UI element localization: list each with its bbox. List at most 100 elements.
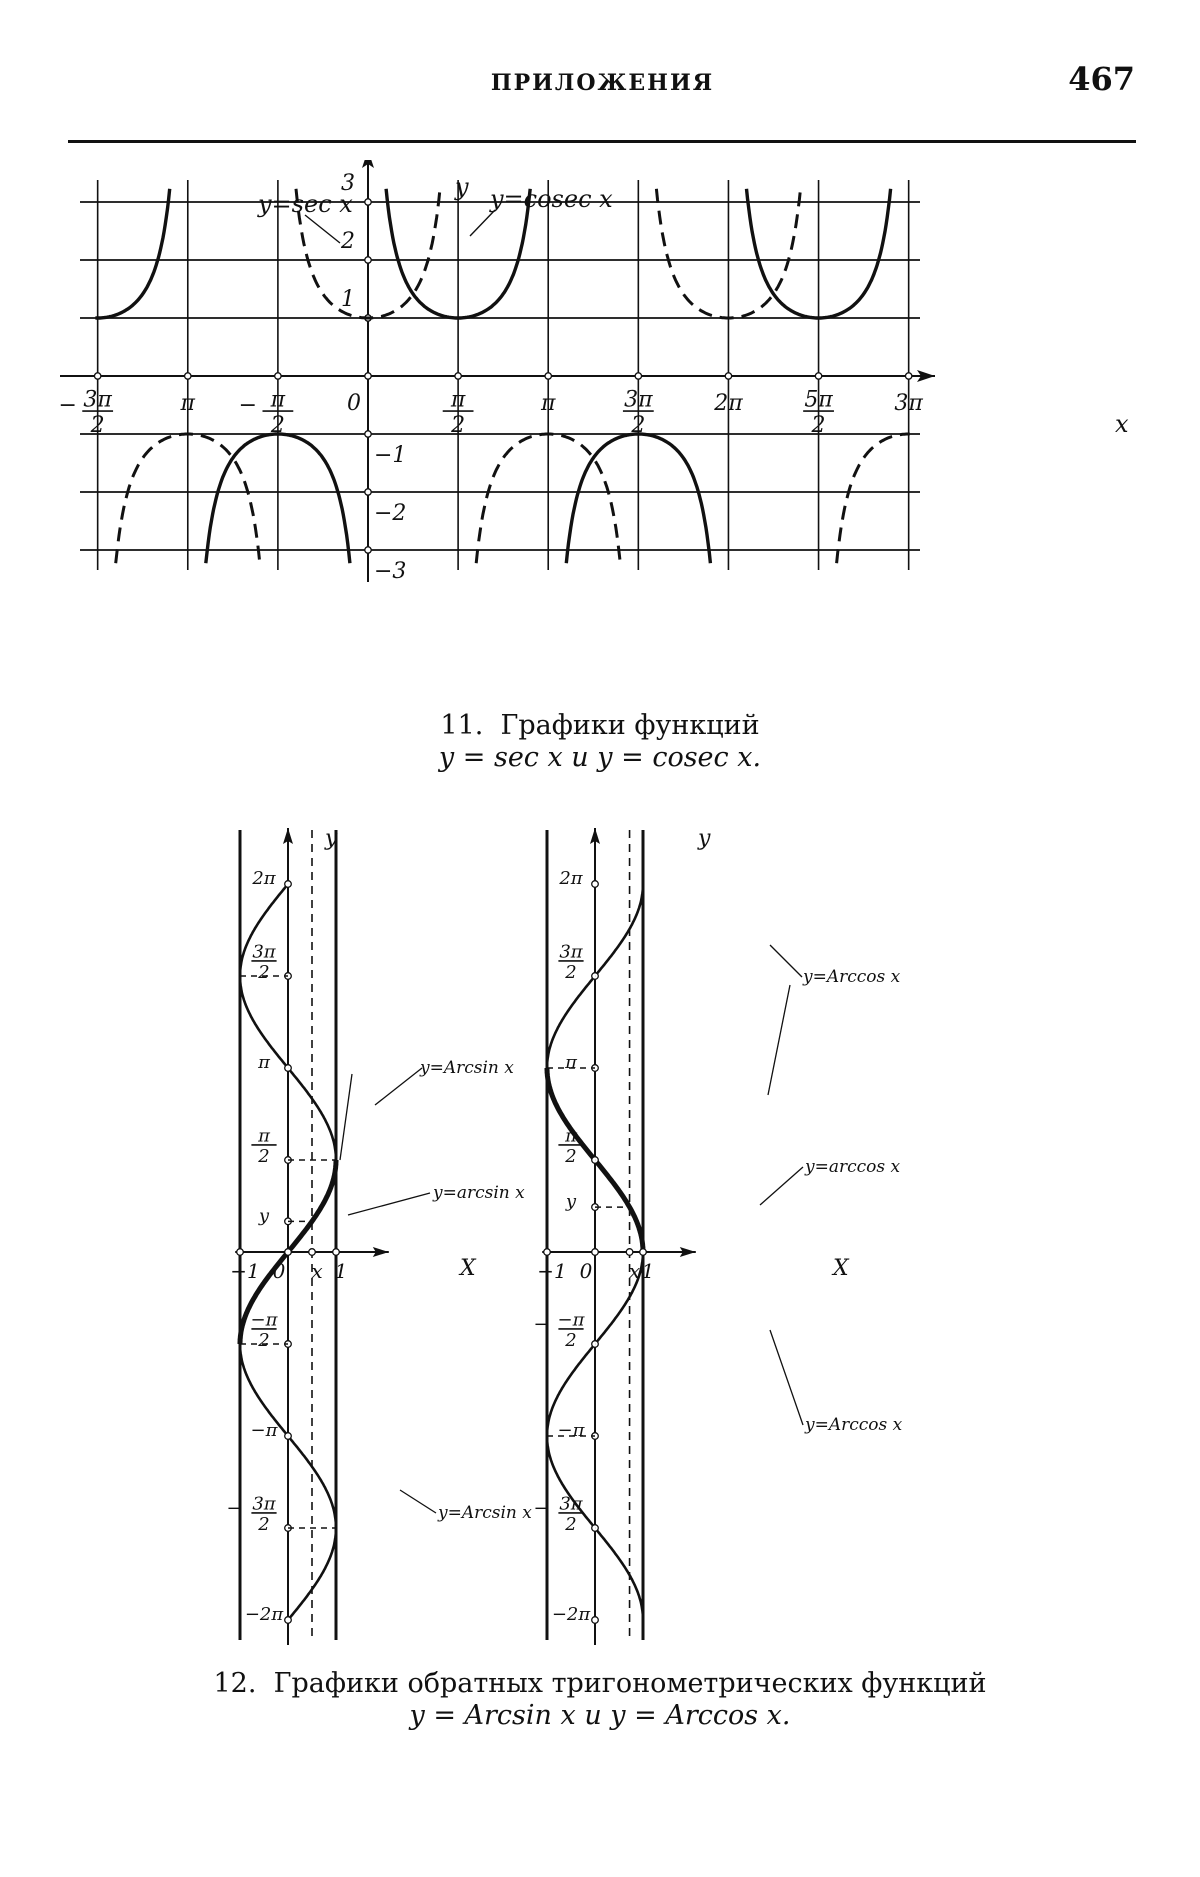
fig12b-ytick-label-0-text: 2π [558, 868, 583, 889]
fig11-xtick-label-4-den: 2 [450, 413, 465, 438]
fig11-ytick-label-0: 3 [341, 171, 355, 196]
fig12b-ytick-label-1-den: 2 [564, 962, 576, 983]
page-header: ПРИЛОЖЕНИЯ 467 [70, 60, 1135, 110]
fig11-xtick-label-8-num: 5π [804, 388, 833, 413]
fig11-axis-x-name: x [1115, 410, 1129, 438]
fig12b-xtick-label-3: 1 [642, 1259, 655, 1283]
fig11-caption-text: Графики функций [501, 710, 760, 741]
fig12b-label-arccos-principal: y=arccos x [804, 1157, 901, 1177]
fig11-xtick-dot-6 [635, 373, 641, 379]
fig12b-ytick-label-4: y [565, 1191, 577, 1212]
fig12b-curve-labels: y=Arccos x y=arccos x y=Arccos x X y [697, 826, 903, 1435]
fig12b-ytick-label-6: −π [558, 1420, 586, 1441]
fig11-xtick-label-2-num: π [270, 388, 286, 413]
fig11-xtick-label-8: 5π2 [803, 388, 834, 438]
fig12b-ytick-label-0: 2π [558, 868, 583, 889]
fig11-xtick-dot-1 [185, 373, 191, 379]
fig12b-ytick-label-2-text: π [564, 1052, 578, 1073]
fig11-ytick-dot-1 [365, 257, 371, 263]
fig11-xtick-label-0-sign: − [58, 393, 76, 418]
fig12b-ytick-label-5-sign: − [533, 1314, 548, 1335]
fig11-ytick-label-4: −2 [374, 501, 406, 526]
fig11-xtick-label-5-text: π [540, 391, 556, 416]
fig12b-ytick-label-7-den: 2 [564, 1514, 576, 1535]
fig11-xtick-dot-3 [365, 373, 371, 379]
fig11-ytick-dot-3 [365, 431, 371, 437]
fig12b-xtick-dot-0 [544, 1249, 551, 1256]
fig12b-xtick-label-2: x [629, 1259, 640, 1283]
fig11-xtick-dot-4 [455, 373, 461, 379]
fig11-y-ticks: 321−1−2−3 [340, 171, 406, 584]
fig12b-ytick-label-4-text: y [565, 1191, 577, 1212]
fig11-xtick-label-2: −π2 [239, 388, 294, 438]
fig12b-ytick-label-1-num: 3π [559, 941, 583, 962]
fig12b-axis-x-name: X [831, 1256, 850, 1281]
fig12b-label-leader-0 [770, 945, 802, 977]
fig11-xtick-dot-9 [905, 373, 911, 379]
fig12b-label-arccos-lower: y=Arccos x [804, 1415, 903, 1435]
fig11-cosec-leader [470, 210, 495, 236]
fig11-xtick-label-7-text: 2π [713, 391, 743, 416]
running-title: ПРИЛОЖЕНИЯ [70, 70, 1135, 96]
fig11-caption-formula: y = sec x и y = cosec x. [0, 742, 1200, 774]
fig12b-axis-y-name: y [697, 826, 711, 851]
fig11-xtick-label-2-sign: − [239, 393, 257, 418]
fig11-ytick-dot-5 [365, 547, 371, 553]
fig11-xtick-dot-7 [725, 373, 731, 379]
fig11-xtick-label-4-num: π [450, 388, 466, 413]
figure-12-arccos-graph: 2π3π2ππ2y−−π2−π−3π2−2π −10x1 y=Arccos x … [0, 810, 1200, 1660]
fig11-xtick-label-7: 2π [713, 391, 743, 416]
fig11-xtick-label-0: −3π2 [58, 388, 113, 438]
page-number: 467 [1068, 60, 1135, 98]
fig11-ytick-dot-0 [365, 199, 371, 205]
fig11-xtick-label-9: 3π [894, 391, 923, 416]
fig11-label-cosec: y=cosec x [489, 185, 613, 213]
fig11-xtick-label-2-den: 2 [270, 413, 285, 438]
fig11-xtick-dot-0 [94, 373, 100, 379]
fig11-xtick-label-6-den: 2 [630, 413, 645, 438]
fig12b-ytick-label-7-sign: − [533, 1498, 548, 1519]
fig11-xtick-dot-5 [545, 373, 551, 379]
fig11-axis-y-name: y [454, 173, 469, 201]
fig11-xtick-dot-8 [815, 373, 821, 379]
figure-12-caption: 12. Графики обратных тригонометрических … [0, 1668, 1200, 1732]
fig12b-xtick-label-0: −1 [537, 1259, 566, 1283]
fig11-xtick-label-3: 0 [347, 391, 361, 416]
fig11-xtick-label-8-den: 2 [811, 413, 826, 438]
fig12b-ytick-label-7: −3π2 [533, 1493, 583, 1535]
fig11-xtick-dot-2 [275, 373, 281, 379]
fig11-caption-number: 11. [440, 710, 483, 741]
fig12b-label-arccos-upper: y=Arccos x [802, 967, 901, 987]
fig12b-ytick-label-1: 3π2 [558, 941, 583, 983]
fig12-caption-text: Графики обратных тригонометрических функ… [274, 1668, 987, 1699]
fig12b-xtick-dot-1 [592, 1249, 599, 1256]
fig12b-ytick-dot-8 [592, 1617, 599, 1624]
fig12b-label-leader-1 [760, 1167, 803, 1205]
fig12b-ytick-label-6-text: −π [558, 1420, 586, 1441]
fig11-xtick-label-0-num: 3π [83, 388, 112, 413]
fig12b-ytick-label-3: π2 [558, 1125, 583, 1167]
fig12b-ytick-label-8-text: −2π [552, 1604, 592, 1625]
fig11-ytick-label-2: 1 [341, 287, 355, 312]
fig12b-ytick-label-5-den: 2 [564, 1330, 576, 1351]
fig11-xtick-label-6: 3π2 [623, 388, 654, 438]
fig12-caption-formula: y = Arcsin x и y = Arccos x. [0, 1700, 1200, 1732]
fig11-sec-leader [305, 215, 340, 243]
header-rule [68, 140, 1136, 143]
fig12b-label-leader-2 [770, 1330, 803, 1425]
fig12b-xtick-dot-2 [626, 1249, 633, 1256]
fig11-grid [60, 160, 935, 582]
fig12b-ytick-label-2: π [564, 1052, 578, 1073]
fig11-ytick-label-1: 2 [340, 229, 355, 254]
fig12b-ytick-label-5: −−π2 [533, 1309, 585, 1351]
fig11-xtick-label-4: π2 [443, 388, 474, 438]
fig11-xtick-label-1: π [180, 391, 196, 416]
fig12b-ytick-label-8: −2π [552, 1604, 592, 1625]
fig12b-ytick-label-5-num: −π [558, 1309, 586, 1330]
fig11-ytick-label-3: −1 [374, 443, 406, 468]
fig12b-label-leader-3 [768, 985, 790, 1095]
fig12b-xtick-label-1: 0 [580, 1259, 593, 1283]
fig11-label-sec: y=sec x [257, 190, 353, 218]
fig11-xtick-label-1-text: π [180, 391, 196, 416]
fig11-xtick-label-3-text: 0 [347, 391, 361, 416]
